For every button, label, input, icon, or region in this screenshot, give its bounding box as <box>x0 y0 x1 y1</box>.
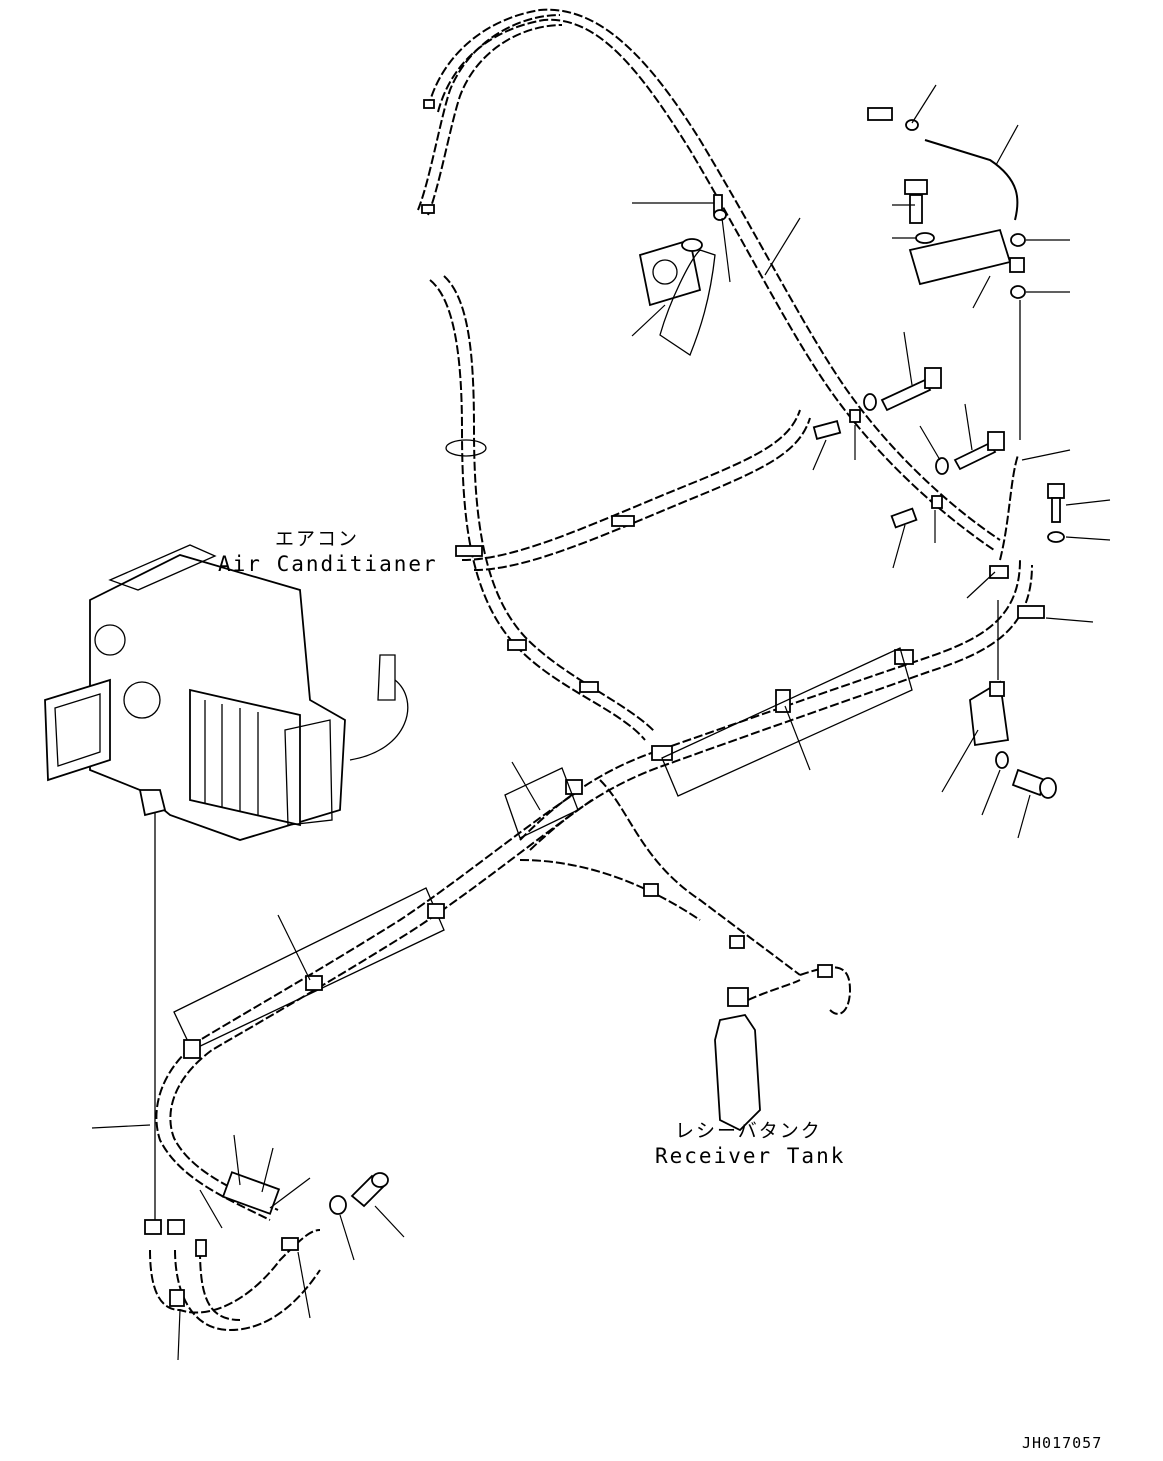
bolt-head <box>987 431 1005 451</box>
hose-clamp <box>169 1289 185 1307</box>
air-conditioner-label-en: Air Canditianer <box>218 552 438 576</box>
duct-elbow <box>659 249 716 356</box>
hose-clamp <box>445 439 487 457</box>
clip <box>931 495 943 509</box>
hose-clamp <box>565 779 583 795</box>
o-ring <box>713 209 727 221</box>
duct-flange <box>638 238 702 307</box>
hose-clamp <box>183 1039 201 1059</box>
receiver-tank <box>714 964 852 1132</box>
drawing-code: JH017057 <box>1022 1434 1103 1452</box>
hose-clamp <box>281 1237 299 1251</box>
bolt-shank <box>909 194 923 224</box>
hose-sleeve <box>221 1171 281 1215</box>
clip <box>867 107 893 121</box>
bolt-head <box>371 1172 389 1188</box>
ac-connector <box>377 654 396 701</box>
washer <box>995 751 1009 769</box>
nut <box>905 119 919 131</box>
hose-fitting <box>144 1219 162 1235</box>
hose-clamp <box>611 515 635 527</box>
receiver-tank-label-jp: レシーバタンク <box>675 1120 822 1142</box>
hose-clamp <box>455 545 483 557</box>
spacer <box>812 419 842 441</box>
receiver-tank-label-en: Receiver Tank <box>655 1144 846 1168</box>
lower-diagonal-hose-bundle <box>155 767 801 1221</box>
hose-clamp <box>1017 605 1045 619</box>
washer <box>863 393 877 411</box>
hose-fitting <box>167 1219 185 1235</box>
hose-protector-sleeve <box>661 647 913 797</box>
hose-fitting <box>817 964 833 978</box>
hose-protector-sleeve <box>173 887 445 1051</box>
bracket-lug <box>1009 257 1025 273</box>
bolt <box>1011 768 1047 797</box>
bolt <box>880 378 932 412</box>
ac-blower-motor <box>123 681 161 719</box>
hose-protector-sleeve <box>504 767 579 839</box>
hose-clamp <box>507 639 527 651</box>
hose-clamp <box>775 689 791 713</box>
hose-fitting <box>195 1239 207 1257</box>
hose-clamp <box>643 883 659 897</box>
hose-clamp <box>427 903 445 919</box>
spacer <box>890 507 918 529</box>
bolt-head <box>924 367 942 389</box>
nut <box>1010 285 1026 299</box>
hose-clamp <box>579 681 599 693</box>
hose-clamp <box>729 935 745 949</box>
air-conditioner-label-jp: エアコン <box>275 528 360 550</box>
duct-port <box>681 238 703 252</box>
bolt <box>953 441 997 471</box>
lower-left-fittings <box>144 810 389 1332</box>
cover-lug <box>989 681 1005 697</box>
washer <box>935 457 949 475</box>
receiver-tank-cap <box>727 987 749 1007</box>
mid-right-hardware <box>812 367 1065 799</box>
hose-fitting <box>421 204 435 214</box>
top-hose-loop <box>417 8 1001 551</box>
ac-pipe-port <box>138 789 167 817</box>
main-hose-bundle <box>519 454 1045 851</box>
rod <box>924 139 1019 221</box>
air-conditioner-unit <box>44 544 409 841</box>
washer <box>1047 531 1065 543</box>
bolt-head <box>1047 483 1065 499</box>
left-vertical-hose-bundle <box>429 275 811 741</box>
ac-duct-outlet <box>44 678 111 782</box>
bolt-head <box>1039 777 1057 799</box>
bolt-shank <box>1051 497 1061 523</box>
washer <box>915 232 935 244</box>
upper-parts <box>638 107 1026 440</box>
hose-clamp <box>989 565 1009 579</box>
ac-evaporator-grille <box>189 688 301 827</box>
nut <box>1010 233 1026 247</box>
ac-top-frame <box>108 544 217 591</box>
leader-lines <box>91 84 1111 1361</box>
bolt-head <box>904 179 928 195</box>
hose-fitting <box>423 99 435 109</box>
washer <box>329 1195 347 1215</box>
ac-side-panel <box>284 719 333 826</box>
clip <box>849 409 861 423</box>
ac-fan <box>94 624 126 656</box>
